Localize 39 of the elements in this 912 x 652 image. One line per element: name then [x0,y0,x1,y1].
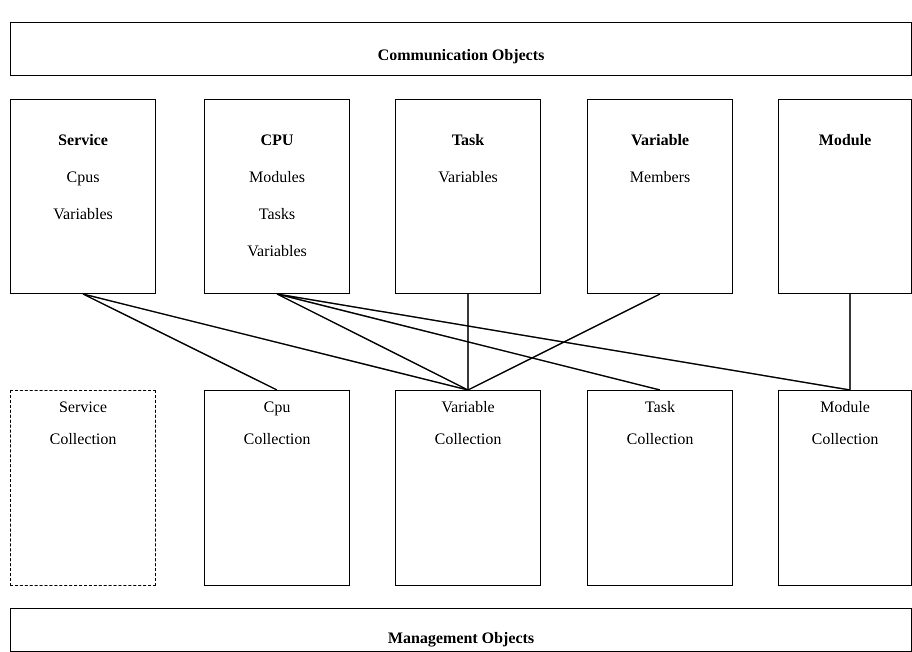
member-label: Variables [438,168,498,188]
collection-box [778,390,912,586]
collection-box [395,390,541,586]
member-label: Members [630,168,690,188]
class-name: Management Objects [388,631,534,647]
member-label: Modules [249,168,305,188]
collection-label: Variable Collection [434,398,502,450]
section-banner [10,608,912,652]
member-label: Variables [53,205,113,225]
collection-label: Task Collection [626,398,694,450]
connector-line [82,293,468,391]
connector-line [276,293,468,391]
connector-line [276,293,850,391]
class-name: Module [818,131,872,151]
collection-label: Service Collection [48,398,118,450]
class-name: Variable [630,131,690,151]
collection-label: Cpu Collection [242,398,312,450]
class-name: Communication Objects [378,48,544,64]
collection-box [587,390,733,586]
member-label: Cpus [66,168,100,188]
connector-line [468,293,660,391]
connector-line [276,293,660,391]
connector-line [82,293,278,391]
class-box [778,99,912,294]
member-label: Tasks [258,205,296,225]
class-box [10,99,156,294]
section-banner [10,22,912,76]
collection-box [204,390,350,586]
class-box [204,99,350,294]
collection-box [10,390,156,586]
connector-line [849,294,851,390]
connector-line [467,294,469,390]
member-label: Variables [247,242,307,262]
class-name: Task [452,131,484,151]
class-box [587,99,733,294]
collection-label: Module Collection [810,398,880,450]
class-name: Service [58,131,108,151]
class-name: CPU [260,131,294,151]
class-box [395,99,541,294]
